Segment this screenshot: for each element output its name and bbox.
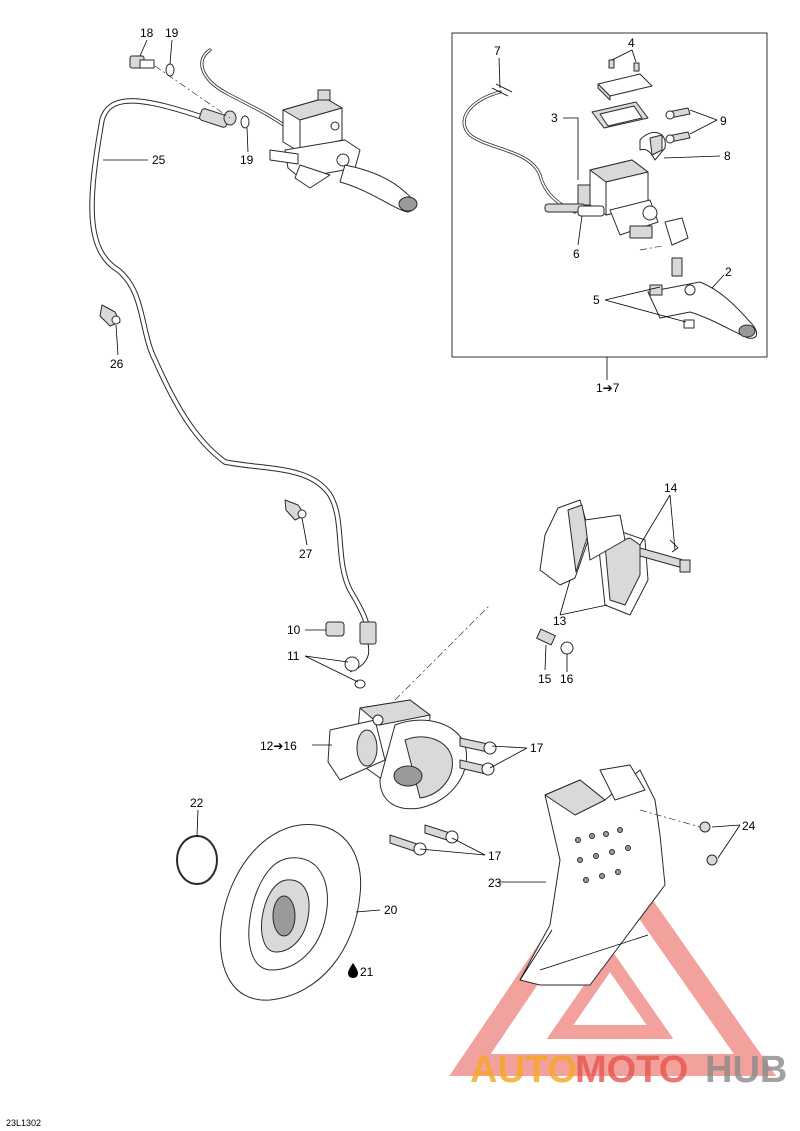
callout-19-bottom: 19: [240, 153, 254, 167]
disc-guard: [519, 764, 718, 986]
callout-19-top: 19: [165, 26, 179, 40]
brake-caliper: [327, 604, 491, 810]
watermark-word-moto: MOTO: [575, 1049, 688, 1091]
callout-12-16: 12➔16: [260, 739, 297, 753]
banjo-bolt: [129, 55, 250, 129]
brake-hose: [89, 98, 377, 673]
master-cylinder-assembly: [269, 89, 418, 213]
callout-22: 22: [190, 796, 204, 810]
inset-master-cylinder: [462, 59, 757, 339]
callout-9: 9: [720, 114, 727, 128]
callout-27: 27: [299, 547, 313, 561]
callout-13: 13: [553, 614, 567, 628]
watermark-word-auto: AUTO: [470, 1049, 577, 1091]
callout-8: 8: [724, 149, 731, 163]
callout-3: 3: [551, 111, 558, 125]
callout-10: 10: [287, 623, 301, 637]
lubricant-drop-icon: [348, 963, 358, 978]
o-ring: [176, 835, 218, 885]
callout-5: 5: [593, 293, 600, 307]
brake-pads: [539, 499, 691, 616]
caliper-banjo-bolt: [325, 621, 366, 689]
callout-17-upper: 17: [530, 741, 544, 755]
callout-25: 25: [152, 153, 166, 167]
leader-lines: [103, 39, 741, 913]
callout-labels: 18 19 19 25 26 27 10 11 12➔16 17 17 13 1…: [110, 26, 756, 979]
callout-16: 16: [560, 672, 574, 686]
hose-clip-upper: [99, 304, 121, 327]
master-cylinder-inset-frame: [451, 32, 768, 358]
callout-17-lower: 17: [488, 849, 502, 863]
callout-20: 20: [384, 903, 398, 917]
brake-switch-wire: [200, 48, 290, 130]
callout-15: 15: [538, 672, 552, 686]
drawing-code: 23L1302: [6, 1118, 41, 1128]
callout-1-7: 1➔7: [596, 381, 620, 395]
brake-disc: [219, 823, 362, 1001]
callout-21: 21: [360, 965, 374, 979]
hose-clip-lower: [284, 499, 307, 521]
callout-14: 14: [664, 481, 678, 495]
callout-24: 24: [742, 819, 756, 833]
watermark-wordmark: AUTO MOTO HUB: [470, 1049, 787, 1091]
callout-6: 6: [573, 247, 580, 261]
callout-2: 2: [725, 265, 732, 279]
callout-11: 11: [287, 649, 300, 663]
callout-23: 23: [488, 876, 502, 890]
bleed-screw: [536, 628, 574, 655]
watermark-word-hub: HUB: [705, 1049, 787, 1091]
callout-4: 4: [628, 36, 635, 50]
callout-7: 7: [494, 44, 501, 58]
callout-18: 18: [140, 26, 154, 40]
callout-26: 26: [110, 357, 124, 371]
